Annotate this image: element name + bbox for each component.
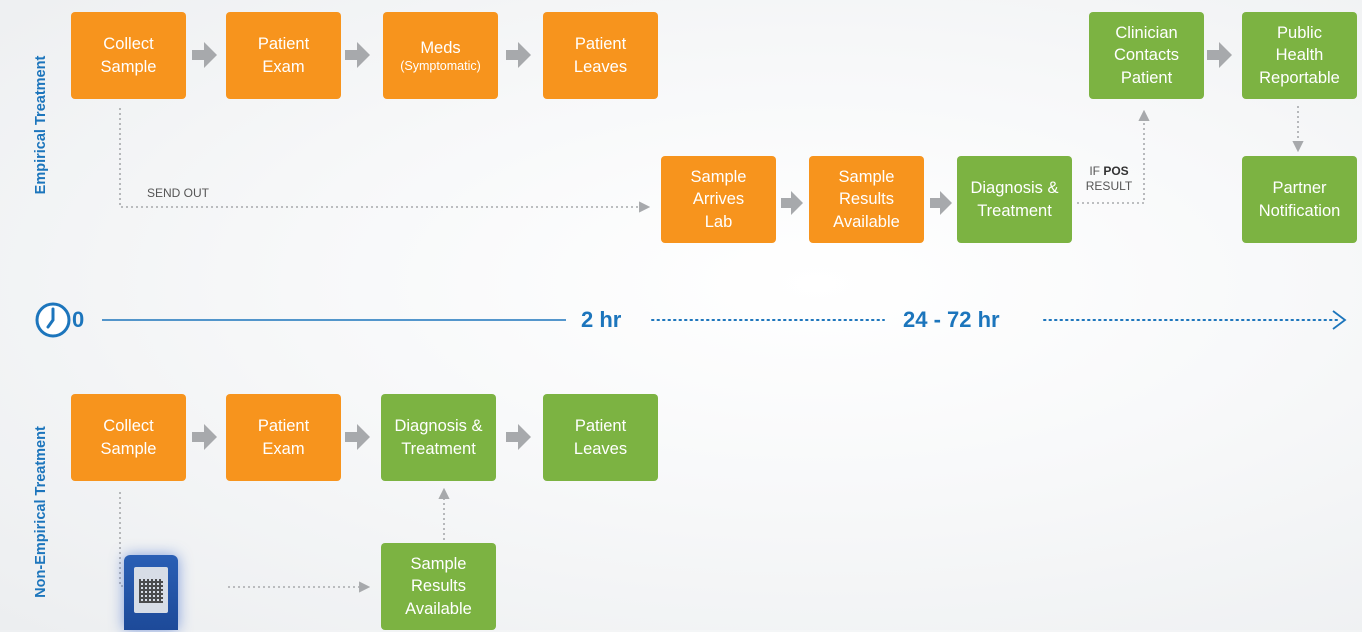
sample-arrives-lab-box: Sample Arrives Lab — [661, 156, 776, 243]
nonempirical-collect-sample-box: Collect Sample — [71, 394, 186, 481]
step-text: Patient — [1120, 68, 1173, 87]
step-text: Diagnosis & — [394, 417, 483, 436]
step-text: Patient — [257, 417, 310, 436]
step-text: Sample — [838, 168, 895, 187]
send-out-label: SEND OUT — [147, 186, 210, 200]
step-text: Available — [833, 212, 900, 231]
pos-text: POS — [1103, 164, 1129, 178]
step-text: Public — [1277, 24, 1322, 43]
step-text: Leaves — [573, 57, 628, 76]
timeline-label-2hr: 2 hr — [581, 307, 622, 332]
empirical-diagnosis-treatment-box: Diagnosis & Treatment — [957, 156, 1072, 243]
step-text: Contacts — [1113, 46, 1180, 65]
step-text: Treatment — [401, 439, 476, 458]
empirical-patient-leaves-box: Patient Leaves — [543, 12, 658, 99]
test-device-icon — [124, 555, 178, 630]
block-arrows-top — [192, 42, 1232, 215]
step-text: Partner — [1272, 179, 1327, 198]
public-health-reportable-box: Public Health Reportable — [1242, 12, 1357, 99]
step-text: Collect — [103, 35, 154, 54]
step-text: Health — [1275, 46, 1324, 65]
step-text: Sample — [100, 57, 157, 76]
step-text: Meds — [420, 39, 461, 58]
partner-notification-box: Partner Notification — [1242, 156, 1357, 243]
block-arrows-bottom — [192, 424, 531, 450]
step-text: Diagnosis & — [970, 179, 1059, 198]
step-text: Lab — [704, 212, 733, 231]
empirical-meds-box: Meds (Symptomatic) — [383, 12, 498, 99]
timeline-axis — [102, 310, 1347, 330]
step-text: Treatment — [977, 201, 1052, 220]
step-text: Collect — [103, 417, 154, 436]
step-text: Results — [838, 190, 895, 209]
empirical-collect-sample-box: Collect Sample — [71, 12, 186, 99]
step-text: Sample — [690, 168, 747, 187]
nonempirical-sample-results-box: Sample Results Available — [381, 543, 496, 630]
step-text: Results — [410, 577, 467, 596]
result-text: RESULT — [1085, 179, 1133, 193]
nonempirical-patient-exam-box: Patient Exam — [226, 394, 341, 481]
nonempirical-diagnosis-treatment-box: Diagnosis & Treatment — [381, 394, 496, 481]
if-text: IF — [1089, 164, 1100, 178]
non-empirical-treatment-label: Non-Empirical Treatment — [33, 426, 49, 598]
step-text: Exam — [262, 57, 305, 76]
nonempirical-patient-leaves-box: Patient Leaves — [543, 394, 658, 481]
empirical-patient-exam-box: Patient Exam — [226, 12, 341, 99]
step-text: Patient — [574, 417, 627, 436]
step-text: Available — [405, 599, 472, 618]
step-text: Exam — [262, 439, 305, 458]
step-text: Reportable — [1259, 68, 1340, 87]
clock-icon — [35, 302, 71, 338]
if-pos-result-label: IF POS RESULT — [1083, 164, 1135, 194]
step-text: Patient — [574, 35, 627, 54]
step-text: Leaves — [573, 439, 628, 458]
sample-results-available-box: Sample Results Available — [809, 156, 924, 243]
step-subtext: (Symptomatic) — [400, 58, 481, 73]
timeline-label-0: 0 — [72, 307, 85, 332]
timeline-label-24-72hr: 24 - 72 hr — [903, 307, 1000, 332]
step-text: Notification — [1258, 201, 1341, 220]
qr-code-icon — [139, 579, 163, 603]
empirical-treatment-label: Empirical Treatment — [33, 55, 49, 195]
step-text: Arrives — [692, 190, 745, 209]
step-text: Clinician — [1115, 24, 1178, 43]
step-text: Sample — [410, 555, 467, 574]
clinician-contacts-patient-box: Clinician Contacts Patient — [1089, 12, 1204, 99]
step-text: Patient — [257, 35, 310, 54]
step-text: Sample — [100, 439, 157, 458]
